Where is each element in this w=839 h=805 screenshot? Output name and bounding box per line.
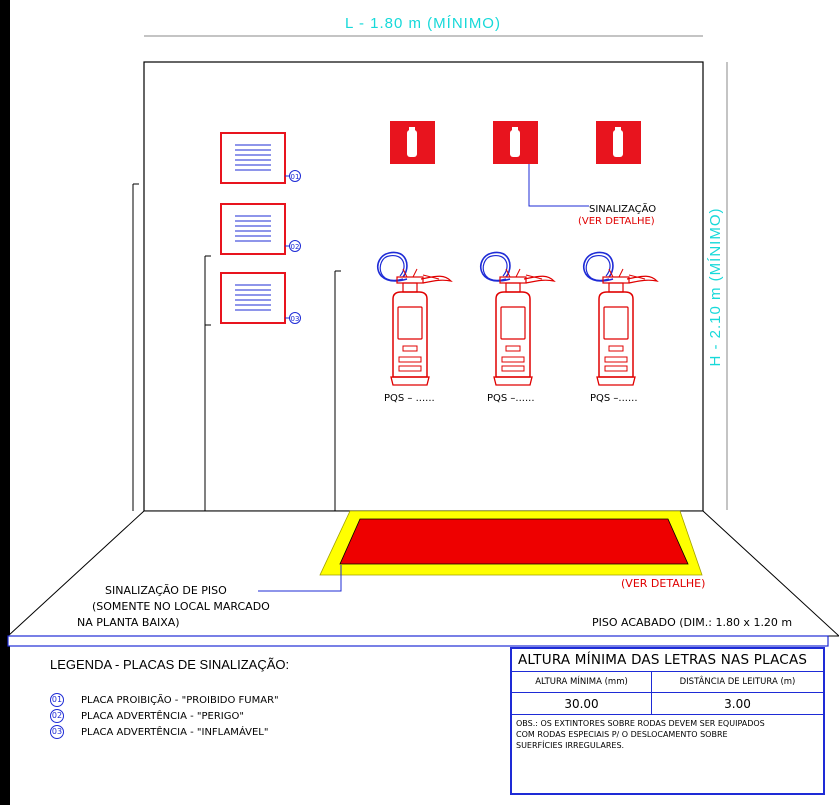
table-title: ALTURA MÍNIMA DAS LETRAS NAS PLACAS [512, 649, 823, 672]
legend-item-number: 02 [50, 709, 64, 723]
legend-item-number: 01 [50, 693, 64, 707]
legend-item-text: PLACA PROIBIÇÃO - "PROIBIDO FUMAR" [81, 694, 279, 706]
signage-callout-label: SINALIZAÇÃO [589, 202, 656, 215]
floor-signage-label-2: (SOMENTE NO LOCAL MARCADO [92, 600, 270, 613]
table-observation-line-3: SUERFÍCIES IRREGULARES. [516, 741, 625, 750]
floor-detail-label: (VER DETALHE) [621, 577, 705, 590]
floor-finish-label: PISO ACABADO (DIM.: 1.80 x 1.20 m [592, 616, 792, 629]
legend-item-text: PLACA ADVERTÊNCIA - "INFLAMÁVEL" [81, 726, 269, 738]
placard-03 [220, 272, 286, 324]
placard-02 [220, 203, 286, 255]
table-value-row: 30.00 3.00 [512, 693, 823, 715]
placard-number-01: 01 [291, 173, 300, 181]
table-value-distance: 3.00 [724, 696, 751, 711]
placard-number-03: 03 [291, 315, 300, 323]
table-header-distance: DISTÂNCIA DE LEITURA (m) [679, 677, 796, 687]
table-observation: OBS.: OS EXTINTORES SOBRE RODAS DEVEM SE… [512, 715, 823, 754]
extinguisher-sign-1 [390, 121, 435, 164]
floor-signage-leader [258, 565, 342, 592]
extinguisher-sign-2 [493, 121, 538, 164]
placard-01 [220, 132, 286, 184]
extinguisher-2-label: PQS –...... [487, 393, 535, 404]
legend: LEGENDA - PLACAS DE SINALIZAÇÃO: 01 PLAC… [50, 657, 430, 740]
signage-callout-leader [528, 164, 589, 207]
legend-item: 01 PLACA PROIBIÇÃO - "PROIBIDO FUMAR" [50, 692, 430, 708]
signage-callout-detail: (VER DETALHE) [578, 216, 655, 227]
table-header-height: ALTURA MÍNIMA (mm) [512, 672, 652, 692]
floor-marking-area [339, 518, 689, 565]
placard-number-03-circle [289, 312, 301, 324]
legend-item-number: 03 [50, 725, 64, 739]
table-value-height: 30.00 [512, 693, 652, 714]
table-observation-line-1: OBS.: OS EXTINTORES SOBRE RODAS DEVEM SE… [516, 719, 765, 728]
floor-signage-label-3: NA PLANTA BAIXA) [77, 616, 180, 629]
table-header-row: ALTURA MÍNIMA (mm) DISTÂNCIA DE LEITURA … [512, 672, 823, 693]
floor-slab [7, 635, 829, 647]
placard-number-01-circle [289, 170, 301, 182]
legend-title: LEGENDA - PLACAS DE SINALIZAÇÃO: [50, 657, 290, 672]
legend-item: 03 PLACA ADVERTÊNCIA - "INFLAMÁVEL" [50, 724, 430, 740]
floor-signage-label-1: SINALIZAÇÃO DE PISO [105, 584, 227, 597]
extinguisher-sign-3 [596, 121, 641, 164]
table-observation-line-2: COM RODAS ESPECIAIS P/ O DESLOCAMENTO SO… [516, 730, 728, 739]
placard-number-02-circle [289, 240, 301, 252]
legend-item: 02 PLACA ADVERTÊNCIA - "PERIGO" [50, 708, 430, 724]
letter-height-table: ALTURA MÍNIMA DAS LETRAS NAS PLACAS ALTU… [510, 647, 825, 795]
width-dimension-label: L - 1.80 m (MÍNIMO) [345, 15, 501, 32]
extinguisher-1-label: PQS – ...... [384, 393, 435, 404]
height-dimension-label: H - 2.10 m (MÍNIMO) [707, 207, 724, 366]
placard-number-02: 02 [291, 243, 300, 251]
extinguisher-3-label: PQS –...... [590, 393, 638, 404]
legend-item-text: PLACA ADVERTÊNCIA - "PERIGO" [81, 710, 244, 722]
left-border [0, 0, 10, 805]
